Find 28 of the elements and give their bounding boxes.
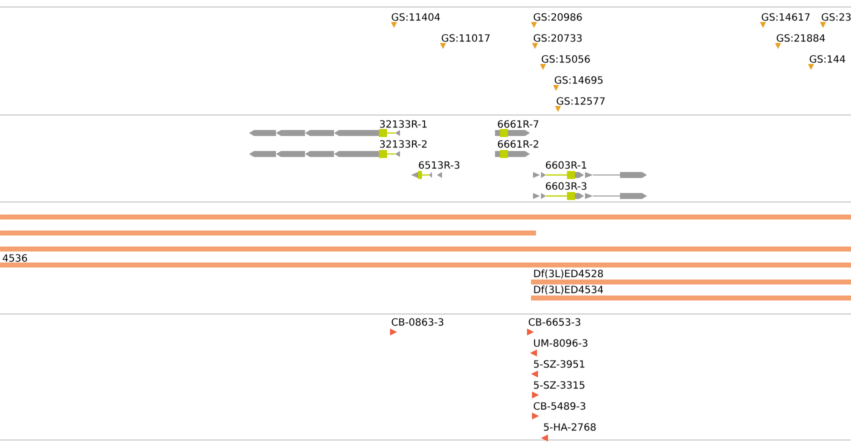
feature-label: GS:23 xyxy=(822,13,851,21)
feature-label: Df(3L)ED4534 xyxy=(534,286,604,294)
feature-label: 6661R-7 xyxy=(498,120,538,128)
feature-label: 6603R-3 xyxy=(546,182,586,190)
feature-label: 4536 xyxy=(2,254,28,262)
feature-label: GS:12577 xyxy=(556,97,605,105)
feature-label: CB-6653-3 xyxy=(528,318,580,326)
feature-label: 6513R-3 xyxy=(418,161,460,169)
feature-label: UM-8096-3 xyxy=(534,339,588,347)
feature-label: 32133R-1 xyxy=(380,120,427,128)
feature-label: 6603R-1 xyxy=(546,161,586,169)
feature-label: GS:15056 xyxy=(542,55,590,63)
feature-label: 5-SZ-3315 xyxy=(534,381,584,389)
feature-label: GS:20986 xyxy=(534,13,582,21)
feature-label: GS:11017 xyxy=(442,34,490,42)
feature-label: 5-HA-2768 xyxy=(544,423,596,431)
feature-label: GS:144 xyxy=(810,55,846,63)
feature-label: GS:21884 xyxy=(776,34,825,42)
feature-label: Df(3L)ED4528 xyxy=(534,270,603,278)
feature-label: GS:11404 xyxy=(392,13,440,21)
feature-label: 32133R-2 xyxy=(380,140,427,148)
feature-label: GS:14617 xyxy=(762,13,810,21)
feature-label: 6661R-2 xyxy=(498,140,538,148)
feature-label: CB-0863-3 xyxy=(392,318,444,326)
feature-label: CB-5489-3 xyxy=(534,402,586,410)
feature-label: 5-SZ-3951 xyxy=(534,360,584,368)
feature-label: GS:14695 xyxy=(554,76,603,84)
feature-label: GS:20733 xyxy=(534,34,582,42)
